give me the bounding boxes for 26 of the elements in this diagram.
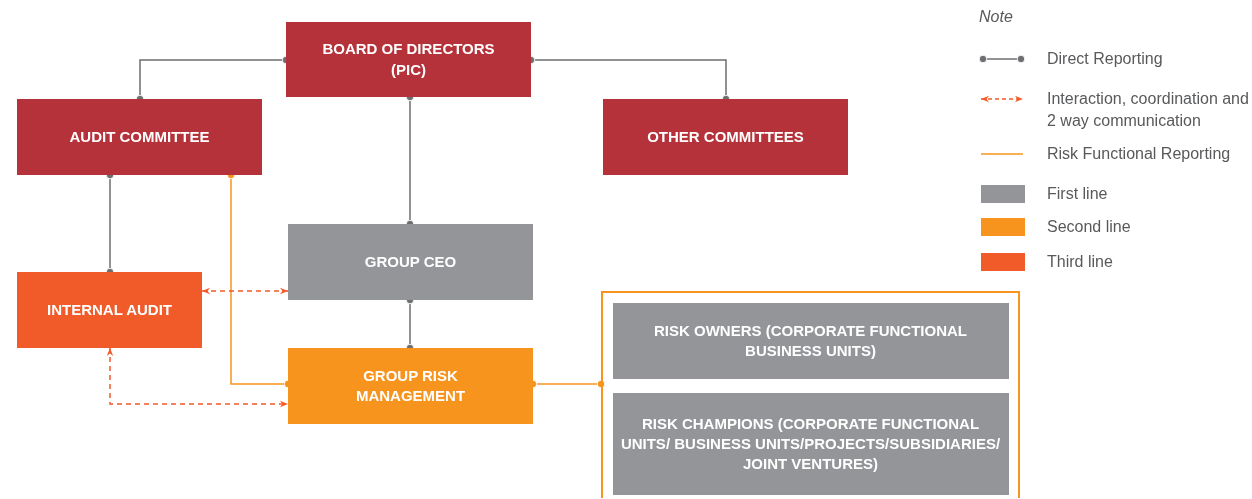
ceo-box bbox=[288, 224, 533, 300]
legend-title: Note bbox=[979, 7, 1013, 27]
dashed-arrow bbox=[201, 287, 289, 295]
box-label: RISK OWNERS (CORPORATE FUNCTIONAL BUSINESS UNITS) bbox=[652, 320, 968, 361]
legend-label: Direct Reporting bbox=[1047, 49, 1164, 69]
legend-label: Second line bbox=[1047, 217, 1132, 237]
legend-label: Interaction, coordination and 2 way communication bbox=[1047, 89, 1250, 131]
audit-box bbox=[17, 272, 202, 348]
legend-label: Third line bbox=[1047, 252, 1114, 272]
box-label: INTERNAL AUDIT bbox=[47, 299, 172, 320]
box-label: GROUP CEO bbox=[364, 251, 457, 272]
committee-box bbox=[17, 99, 262, 175]
box-label: OTHER COMMITTEES bbox=[647, 126, 804, 147]
legend-label: Risk Functional Reporting bbox=[1047, 144, 1232, 164]
box-label: GROUP RISK MANAGEMENT bbox=[354, 365, 467, 406]
board-box bbox=[286, 22, 531, 97]
unit-box bbox=[612, 393, 1009, 495]
box-label: AUDIT COMMITTEE bbox=[69, 126, 210, 147]
group-outline bbox=[601, 291, 1020, 498]
dashed-arrow bbox=[106, 347, 289, 408]
box-label: BOARD OF DIRECTORS (PIC) bbox=[321, 39, 496, 80]
unit-box bbox=[612, 303, 1009, 379]
box-label: RISK CHAMPIONS (CORPORATE FUNCTIONAL UNITS/ BUSINESS UNITS/PROJECTS/SUBSIDIARIES/ JOINT VENTURES) bbox=[620, 413, 1001, 475]
risk-management-box bbox=[288, 348, 533, 424]
committee-box bbox=[603, 99, 848, 175]
legend-label: First line bbox=[1047, 184, 1109, 204]
